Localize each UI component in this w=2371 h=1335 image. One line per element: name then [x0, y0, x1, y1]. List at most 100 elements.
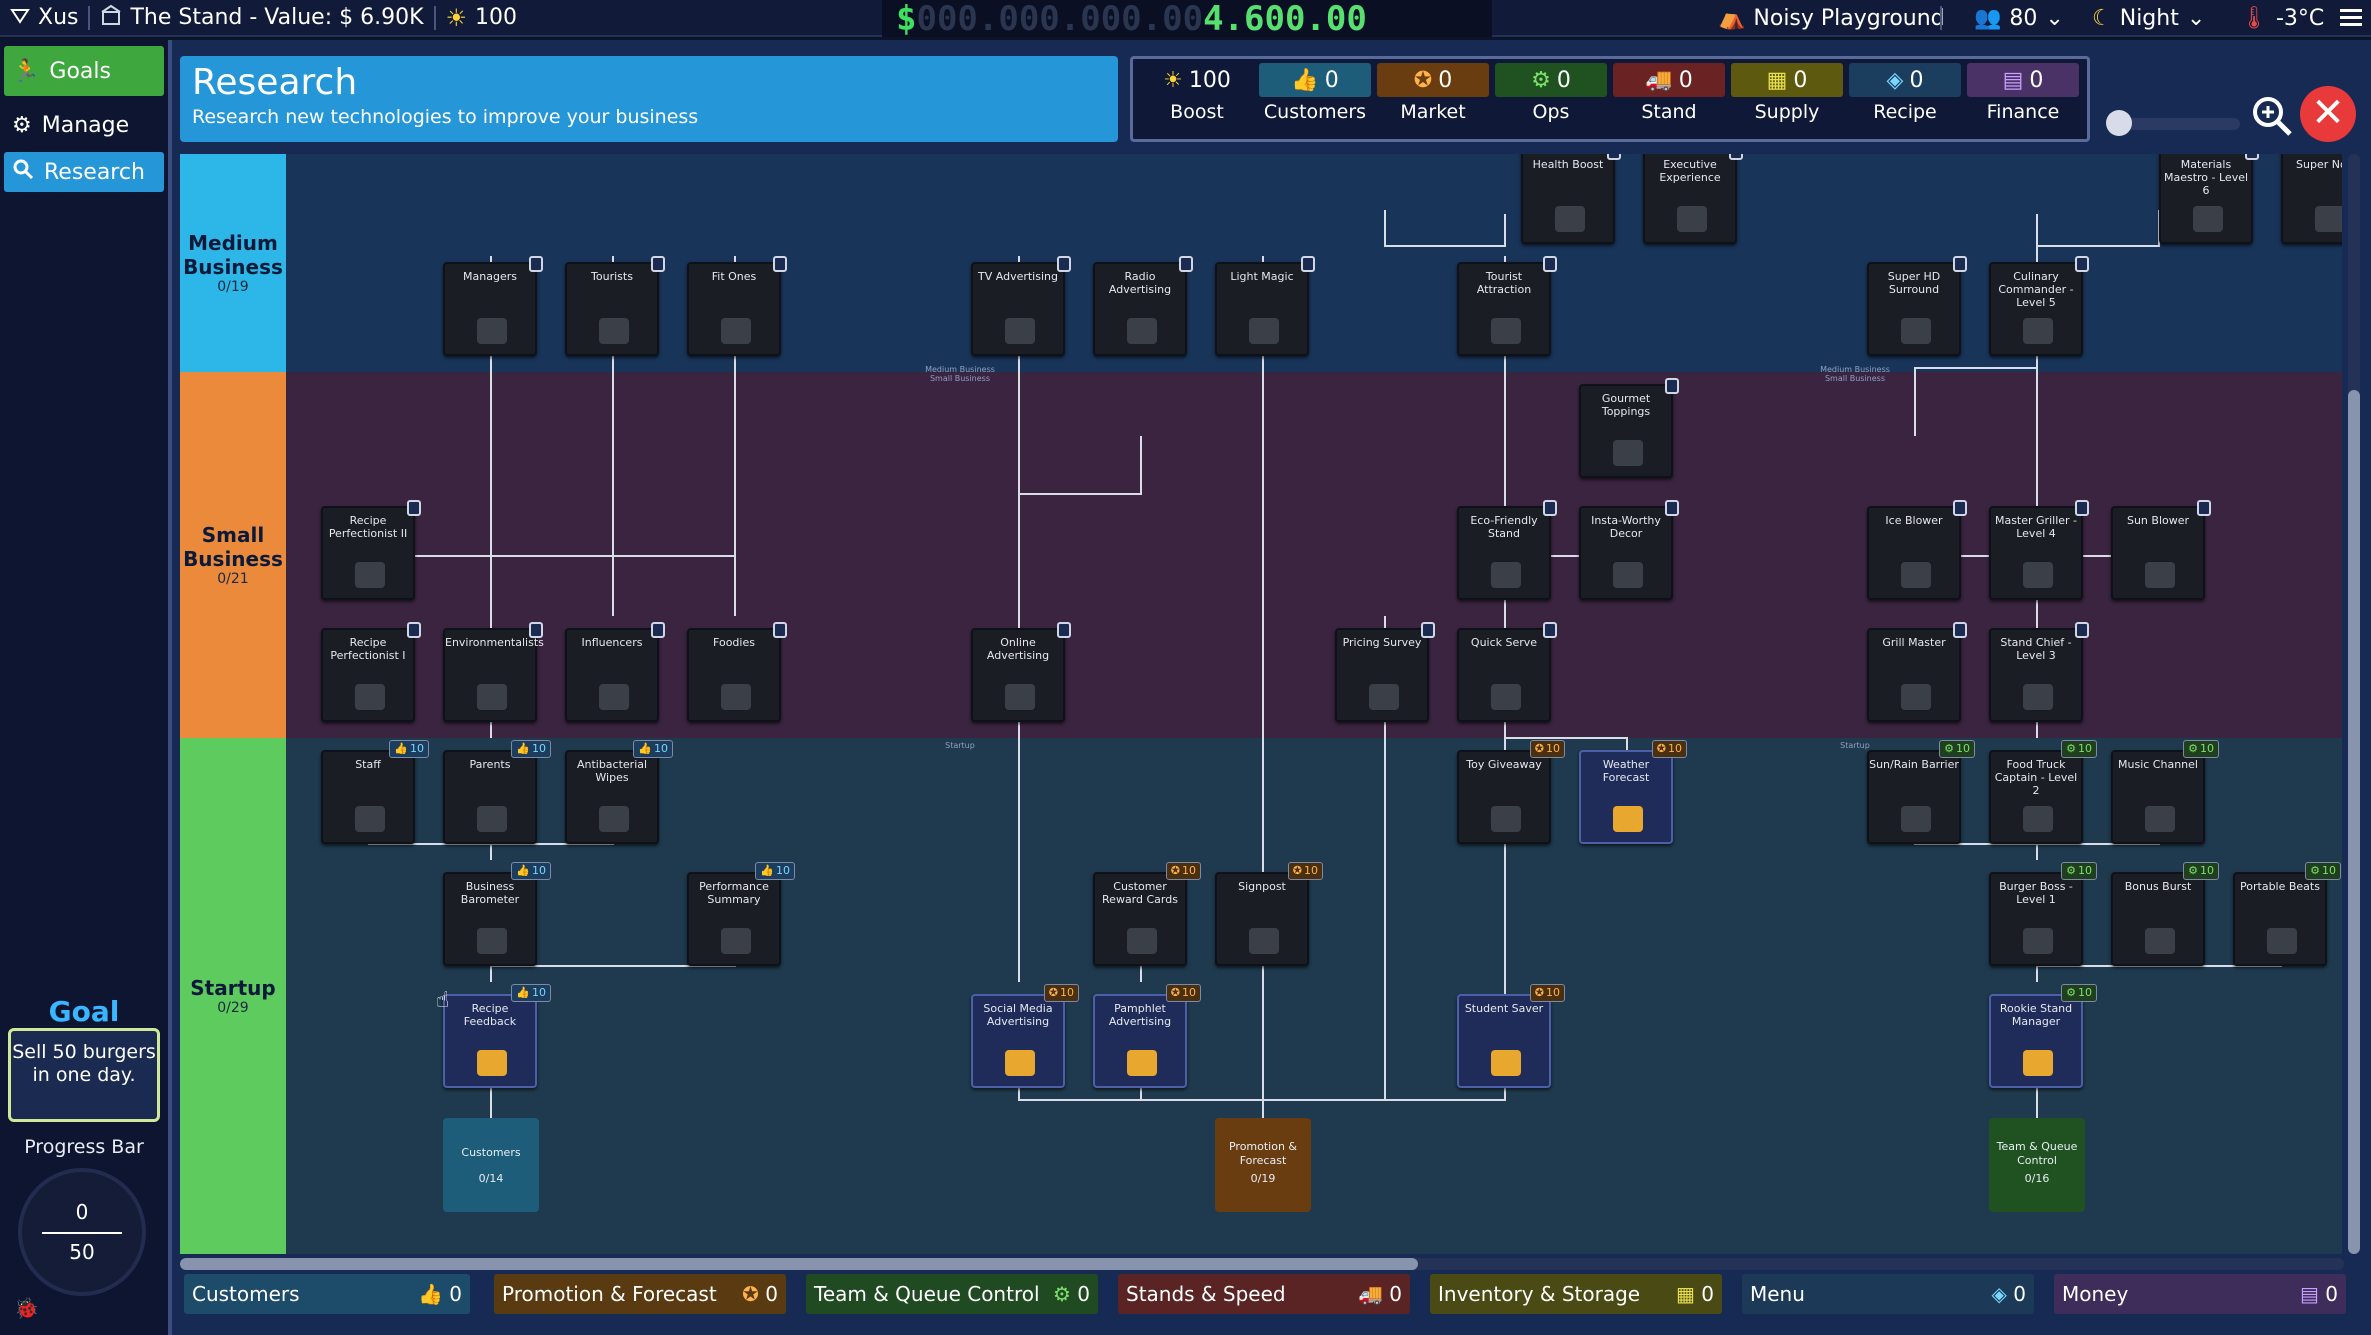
cost-value: 10 [1182, 864, 1196, 877]
research-node-recipe-perfectionist-i[interactable]: Recipe Perfectionist I [321, 622, 421, 722]
node-label: Environmentalists [445, 636, 544, 649]
horizontal-scroll-thumb[interactable] [180, 1258, 1418, 1270]
cost-value: 10 [2078, 864, 2092, 877]
category-supply[interactable]: ▦0 Supply [1731, 63, 1843, 135]
time-dropdown[interactable]: ☾ Night ⌄ [2092, 0, 2205, 37]
energy-value: 100 [475, 5, 518, 30]
tab-inventory-storage[interactable]: Inventory & Storage ▦ 0 [1430, 1274, 1722, 1314]
research-node-food-truck-captain-level-2[interactable]: Food Truck Captain - Level 2⚙10 [1989, 740, 2097, 844]
research-node-grill-master[interactable]: Grill Master [1867, 622, 1967, 722]
research-node-environmentalists[interactable]: Environmentalists [443, 622, 544, 722]
goal-box: Sell 50 burgers in one day. [8, 1028, 160, 1122]
crowd-dropdown[interactable]: 👥 80 ⌄ [1974, 0, 2064, 37]
vertical-scroll-thumb[interactable] [2348, 390, 2360, 1254]
research-node-social-media-advertising[interactable]: Social Media Advertising✪10 [971, 984, 1079, 1088]
category-boost[interactable]: ☀100 Boost [1141, 63, 1253, 135]
research-node-portable-beats[interactable]: Portable Beats⚙10 [2233, 862, 2341, 966]
research-node-burger-boss-level-1[interactable]: Burger Boss - Level 1⚙10 [1989, 862, 2097, 966]
location[interactable]: ⛺ Noisy Playground [1718, 0, 1945, 37]
category-customers[interactable]: 👍0 Customers [1259, 63, 1371, 135]
research-node-managers[interactable]: Managers [443, 256, 543, 356]
zoom-slider-knob[interactable] [2106, 110, 2132, 136]
research-node-ice-blower[interactable]: Ice Blower [1867, 500, 1967, 600]
research-node-stand-chief-level-3[interactable]: Stand Chief - Level 3 [1989, 622, 2089, 722]
category-market[interactable]: ✪0 Market [1377, 63, 1489, 135]
category-ops[interactable]: ⚙0 Ops [1495, 63, 1607, 135]
research-node-recipe-perfectionist-ii[interactable]: Recipe Perfectionist II [321, 500, 421, 600]
research-node-tv-advertising[interactable]: TV Advertising [971, 256, 1071, 356]
research-node-materials-maestro-level-6[interactable]: Materials Maestro - Level 6 [2159, 154, 2259, 244]
root-team-queue-control[interactable]: Team & Queue Control 0/16 [1989, 1118, 2085, 1212]
sidebar-item-manage[interactable]: ⚙ Manage [4, 100, 164, 150]
zoom-in-icon[interactable] [2248, 92, 2296, 140]
category-finance[interactable]: ▤0 Finance [1967, 63, 2079, 135]
research-node-staff[interactable]: Staff👍10 [321, 740, 429, 844]
research-node-tourist-attraction[interactable]: Tourist Attraction [1457, 256, 1557, 356]
research-node-foodies[interactable]: Foodies [687, 622, 787, 722]
bug-report-icon[interactable]: 🐞 [14, 1296, 39, 1320]
research-node-sun-blower[interactable]: Sun Blower [2111, 500, 2211, 600]
research-node-radio-advertising[interactable]: Radio Advertising [1093, 256, 1193, 356]
research-node-executive-experience[interactable]: Executive Experience [1643, 154, 1743, 244]
tab-stands-speed[interactable]: Stands & Speed 🚚 0 [1118, 1274, 1410, 1314]
research-node-music-channel[interactable]: Music Channel⚙10 [2111, 740, 2219, 844]
research-node-super-nova[interactable]: Super Nova [2281, 154, 2342, 244]
research-node-quick-serve[interactable]: Quick Serve [1457, 622, 1557, 722]
cost-icon: ✪ [1534, 742, 1544, 755]
research-node-rookie-stand-manager[interactable]: Rookie Stand Manager⚙10 [1989, 984, 2097, 1088]
tab-promotion-forecast[interactable]: Promotion & Forecast ✪ 0 [494, 1274, 786, 1314]
tab-customers[interactable]: Customers 👍 0 [184, 1274, 470, 1314]
research-node-student-saver[interactable]: Student Saver✪10 [1457, 984, 1565, 1088]
research-node-pricing-survey[interactable]: Pricing Survey [1335, 622, 1435, 722]
research-node-gourmet-toppings[interactable]: Gourmet Toppings [1579, 378, 1679, 478]
research-node-signpost[interactable]: Signpost✪10 [1215, 862, 1323, 966]
player-menu[interactable]: Xus [0, 0, 88, 36]
root-customers[interactable]: Customers 0/14 [443, 1118, 539, 1212]
sidebar-item-research[interactable]: Research [4, 152, 164, 192]
category-recipe[interactable]: ◈0 Recipe [1849, 63, 1961, 135]
sun-icon: ☀ [445, 3, 468, 32]
research-node-influencers[interactable]: Influencers [565, 622, 665, 722]
node-label: Master Griller - Level 4 [1994, 514, 2078, 540]
sidebar-item-goals[interactable]: 🏃 Goals [4, 46, 164, 96]
research-node-health-boost[interactable]: Health Boost [1521, 154, 1621, 244]
research-node-online-advertising[interactable]: Online Advertising [971, 622, 1071, 722]
research-node-bonus-burst[interactable]: Bonus Burst⚙10 [2111, 862, 2219, 966]
research-node-recipe-feedback[interactable]: Recipe Feedback👍10 [443, 984, 551, 1088]
research-node-fit-ones[interactable]: Fit Ones [687, 256, 787, 356]
gear-icon: ⚙ [12, 112, 32, 138]
close-button[interactable]: ✕ [2300, 86, 2356, 142]
research-node-pamphlet-advertising[interactable]: Pamphlet Advertising✪10 [1093, 984, 1201, 1088]
research-node-eco-friendly-stand[interactable]: Eco-Friendly Stand [1457, 500, 1557, 600]
tab-money[interactable]: Money ▤ 0 [2054, 1274, 2346, 1314]
research-node-antibacterial-wipes[interactable]: Antibacterial Wipes👍10 [565, 740, 673, 844]
sun-icon: ☀ [1163, 67, 1183, 93]
research-node-parents[interactable]: Parents👍10 [443, 740, 551, 844]
research-node-tourists[interactable]: Tourists [565, 256, 665, 356]
tab-menu[interactable]: Menu ◈ 0 [1742, 1274, 2034, 1314]
sidebar-item-label: Goals [49, 58, 111, 84]
tab-label: Money [2062, 1282, 2129, 1306]
node-label: Recipe Feedback [463, 1002, 517, 1028]
research-item-icon [1613, 562, 1643, 588]
category-stand[interactable]: 🚚0 Stand [1613, 63, 1725, 135]
research-node-weather-forecast[interactable]: Weather Forecast✪10 [1579, 740, 1687, 844]
node-label: Business Barometer [460, 880, 520, 906]
research-node-performance-summary[interactable]: Performance Summary👍10 [687, 862, 795, 966]
research-node-light-magic[interactable]: Light Magic [1215, 256, 1315, 356]
horizontal-scrollbar[interactable] [180, 1258, 2344, 1270]
cost-icon: 👍 [516, 986, 530, 999]
vertical-scrollbar[interactable] [2348, 154, 2360, 1254]
hamburger-menu-icon[interactable] [2340, 8, 2362, 28]
research-node-super-hd-surround[interactable]: Super HD Surround [1867, 256, 1967, 356]
root-promotion-forecast[interactable]: Promotion & Forecast 0/19 [1215, 1118, 1311, 1212]
tab-team-queue-control[interactable]: Team & Queue Control ⚙ 0 [806, 1274, 1098, 1314]
zoom-slider[interactable] [2106, 110, 2240, 136]
research-node-customer-reward-cards[interactable]: Customer Reward Cards✪10 [1093, 862, 1201, 966]
research-node-business-barometer[interactable]: Business Barometer👍10 [443, 862, 551, 966]
research-node-culinary-commander-level-5[interactable]: Culinary Commander - Level 5 [1989, 256, 2089, 356]
research-node-toy-giveaway[interactable]: Toy Giveaway✪10 [1457, 740, 1565, 844]
research-node-sun-rain-barrier[interactable]: Sun/Rain Barrier⚙10 [1867, 740, 1975, 844]
research-node-master-griller-level-4[interactable]: Master Griller - Level 4 [1989, 500, 2089, 600]
research-node-insta-worthy-decor[interactable]: Insta-Worthy Decor [1579, 500, 1679, 600]
